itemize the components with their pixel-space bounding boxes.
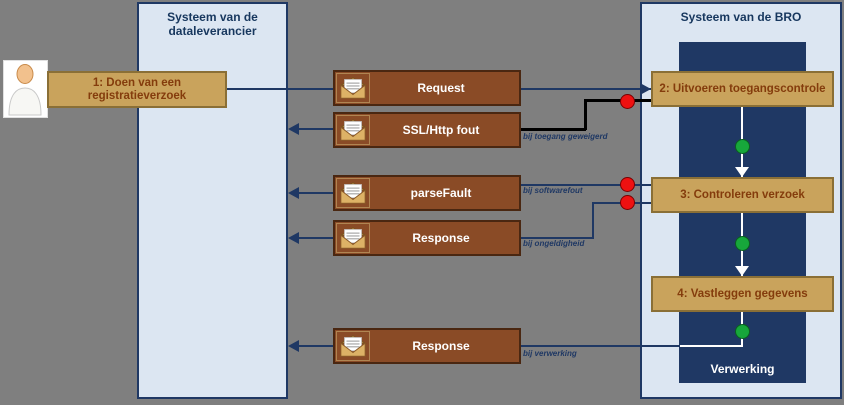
note-verwerking: bij verwerking (523, 349, 577, 358)
message-request-box: Request (333, 70, 521, 106)
ssl-return-line (297, 128, 333, 130)
red-marker-response (620, 195, 635, 210)
message-response-reject-box: Response (333, 220, 521, 256)
message-response-final-box: Response (333, 328, 521, 364)
message-sslfout-box: SSL/Http fout (333, 112, 521, 148)
parsefault-return-line (297, 192, 333, 194)
red-marker-toegangscontrole (620, 94, 635, 109)
green-marker-step3-4 (735, 236, 750, 251)
envelope-icon (339, 77, 367, 99)
envelope-icon (339, 227, 367, 249)
message-parsefault-box: parseFault (333, 175, 521, 211)
process-label: Verwerking (710, 362, 775, 376)
message-label: Response (412, 231, 470, 245)
envelope-icon (339, 119, 367, 141)
request-arrowhead-icon (640, 83, 651, 95)
envelope-icon (339, 182, 367, 204)
step-4-box: 4: Vastleggen gegevens (651, 276, 834, 312)
response-reject-return-line (297, 237, 333, 239)
step-2-box: 2: Uitvoeren toegangscontrole (651, 71, 834, 107)
lane-dataleverancier: Systeem van de dataleverancier (137, 2, 288, 399)
red-marker-parsefault (620, 177, 635, 192)
ssl-return-arrowhead-icon (288, 123, 299, 135)
message-label: Request (417, 81, 465, 95)
green-marker-step2-3 (735, 139, 750, 154)
final-response-line-inner (680, 345, 743, 347)
lane-bro-title: Systeem van de BRO (680, 10, 802, 24)
green-marker-verwerking (735, 324, 750, 339)
message-label: parseFault (410, 186, 472, 200)
message-label: SSL/Http fout (402, 123, 480, 137)
response-reject-line-bottom (521, 237, 594, 239)
note-softwarefout: bij softwarefout (523, 186, 583, 195)
final-response-arrowhead-icon (288, 340, 299, 352)
note-toegang-geweigerd: bij toegang geweigerd (523, 132, 608, 141)
step-1-box: 1: Doen van een registratieverzoek (47, 71, 227, 108)
step-3-box: 3: Controleren verzoek (651, 177, 834, 213)
person-icon (7, 64, 42, 116)
message-label: Response (412, 339, 470, 353)
step3-arrowhead-icon (735, 167, 749, 177)
response-reject-line-vertical (592, 202, 594, 239)
ssl-error-line-top (584, 99, 651, 102)
parsefault-line (521, 184, 652, 186)
actor-dataleverancier (3, 60, 48, 118)
lane-dataleverancier-title: Systeem van de dataleverancier (139, 10, 286, 38)
lane-title-line1: Systeem van de (167, 10, 258, 24)
lane-title-line2: dataleverancier (168, 24, 257, 38)
response-reject-arrowhead-icon (288, 232, 299, 244)
parsefault-arrowhead-icon (288, 187, 299, 199)
ssl-error-line-vertical (584, 99, 587, 130)
envelope-icon (339, 335, 367, 357)
note-ongeldigheid: bij ongeldigheid (523, 239, 585, 248)
ssl-error-line-bottom (521, 128, 586, 131)
step4-arrowhead-icon (735, 266, 749, 276)
